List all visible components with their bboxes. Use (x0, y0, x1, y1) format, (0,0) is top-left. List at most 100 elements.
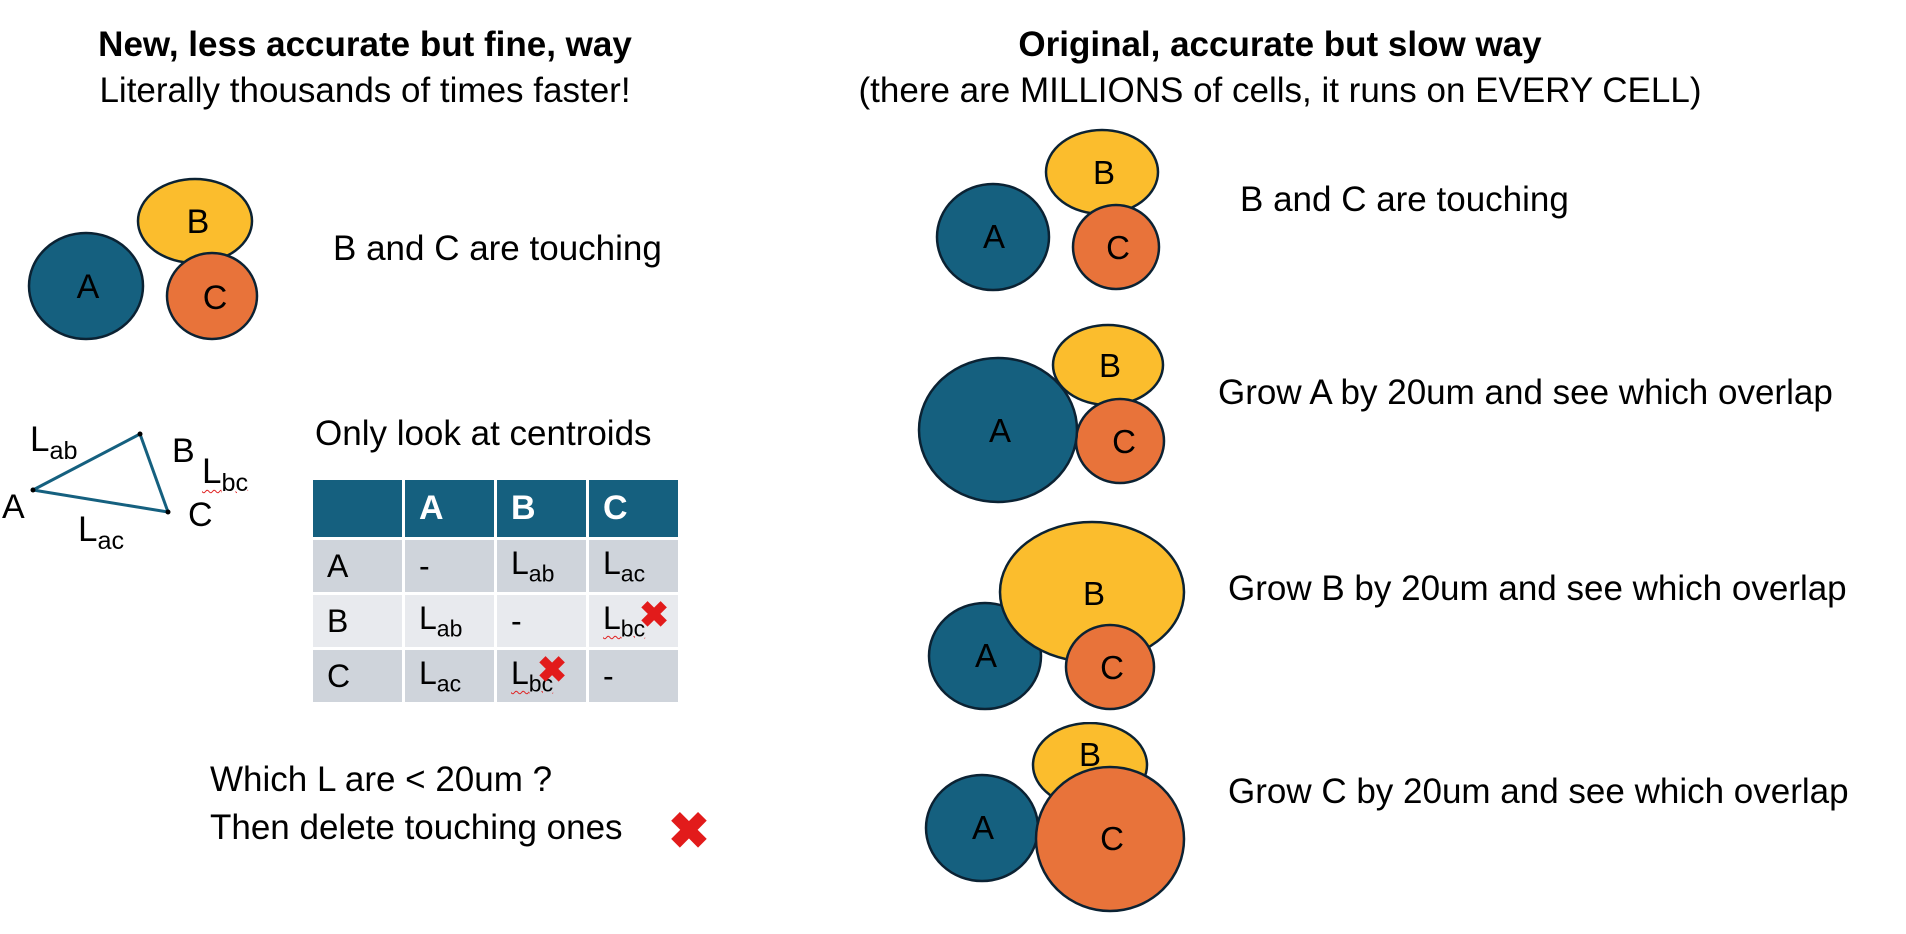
centroid-b (137, 431, 143, 437)
crossed-distance: Lbc (511, 654, 553, 696)
edge-bc-label: Lbc (202, 452, 248, 503)
table-header-cell (310, 477, 405, 540)
step-3-label: Grow B by 20um and see which overlap (1228, 569, 1847, 608)
step-4-cells: A B C (924, 722, 1186, 913)
step-1-cells: A B C (935, 128, 1161, 292)
cell-c-label: C (1100, 820, 1124, 857)
centroid-a (30, 487, 36, 493)
red-x-icon: ✖ (639, 594, 670, 635)
edge-ac-label: Lac (78, 510, 124, 561)
table-cell: Lac (402, 647, 497, 705)
cell-b-label: B (187, 203, 210, 241)
edge-ab (32, 432, 141, 492)
cell-b-label: B (1083, 575, 1105, 612)
centroid-triangle: A B C (2, 431, 213, 534)
cell-a-label: A (983, 218, 1005, 255)
cell-main: L (419, 654, 437, 691)
cell-c (165, 251, 259, 341)
cell-sub: ac (620, 560, 646, 587)
step-2-cells: A B C (917, 323, 1166, 504)
right-panel-heading: Original, accurate but slow way (there a… (830, 22, 1730, 114)
centroids-label: Only look at centroids (315, 414, 652, 453)
cell-c-grown (1034, 765, 1186, 913)
cell-c-label: C (203, 279, 228, 317)
cell-a-label: A (77, 268, 100, 306)
cell-a (935, 182, 1051, 292)
cell-main: L (511, 654, 529, 691)
step-4-label: Grow C by 20um and see which overlap (1228, 772, 1849, 811)
cell-main: L (603, 599, 621, 636)
crossed-distance: Lbc (603, 599, 645, 641)
table-cell-crossed: Lbc✖ (586, 592, 681, 650)
cell-a (27, 231, 145, 341)
table-cell: - (494, 592, 589, 650)
row-header: A (310, 537, 405, 595)
cell-sub: ab (528, 560, 555, 587)
table-row: B Lab - Lbc✖ (310, 592, 681, 650)
table-row: A - Lab Lac (310, 537, 681, 595)
edge-bc-main: L (202, 452, 222, 491)
table-cell-crossed: Lbc✖ (494, 647, 589, 705)
edge-bc (138, 433, 170, 513)
table-header-row: A B C (310, 477, 681, 540)
table-cell: Lab (494, 537, 589, 595)
cell-main: L (603, 544, 621, 581)
cell-sub: ac (436, 670, 462, 697)
cell-a-label: A (975, 637, 997, 674)
distance-table: A B C A - Lab Lac B Lab - Lbc✖ C Lac Lbc… (310, 477, 681, 705)
edge-ab-label: Lab (30, 420, 78, 471)
table-cell: Lac (586, 537, 681, 595)
edge-ab-sub: ab (49, 437, 78, 466)
row-header: B (310, 592, 405, 650)
vertex-a-label: A (2, 488, 25, 526)
vertex-c-label: C (188, 496, 213, 534)
step-1-label: B and C are touching (1240, 180, 1569, 219)
edge-ab-main: L (30, 420, 50, 459)
edge-ac-sub: ac (97, 527, 125, 556)
table-header-cell: A (402, 477, 497, 540)
table-cell: - (586, 647, 681, 705)
table-row: C Lac Lbc✖ - (310, 647, 681, 705)
question-line-2: Then delete touching ones (210, 808, 623, 847)
table-header-cell: B (494, 477, 589, 540)
cell-b-label: B (1099, 347, 1121, 384)
cell-sub: bc (620, 615, 646, 642)
cell-a-label: A (989, 412, 1011, 449)
cell-sub: ab (436, 615, 463, 642)
table-header-cell: C (586, 477, 681, 540)
step-3-cells: A B C (927, 520, 1186, 711)
left-panel-heading: New, less accurate but fine, way Literal… (0, 22, 730, 114)
step-2-label: Grow A by 20um and see which overlap (1218, 373, 1833, 412)
row-header: C (310, 647, 405, 705)
left-cell-cluster: A B C (27, 177, 259, 341)
red-x-icon: ✖ (668, 803, 710, 859)
cell-main: L (511, 544, 529, 581)
edge-bc-sub: bc (221, 469, 249, 498)
cell-c-label: C (1100, 649, 1124, 686)
left-panel-subtitle: Literally thousands of times faster! (99, 71, 631, 110)
vertex-b-label: B (172, 432, 195, 470)
cell-a-grown (917, 356, 1079, 504)
edge-ac (32, 488, 169, 514)
cell-a-label: A (972, 809, 994, 846)
left-panel-title: New, less accurate but fine, way (98, 25, 632, 64)
cell-c-label: C (1112, 423, 1136, 460)
centroid-c (165, 509, 171, 515)
table-cell: Lab (402, 592, 497, 650)
cell-main: L (419, 599, 437, 636)
cell-c-label: C (1106, 229, 1130, 266)
cell-c (1064, 623, 1156, 711)
cell-sub: bc (528, 670, 554, 697)
left-touching-label: B and C are touching (333, 229, 662, 268)
edge-ac-main: L (78, 510, 98, 549)
right-panel-subtitle: (there are MILLIONS of cells, it runs on… (858, 71, 1702, 110)
red-x-icon: ✖ (537, 649, 568, 690)
table-cell: - (402, 537, 497, 595)
right-panel-title: Original, accurate but slow way (1018, 25, 1542, 64)
cell-c (1071, 203, 1161, 291)
cell-b-label: B (1079, 736, 1101, 773)
edge-bc-text: Lbc (202, 452, 248, 497)
cell-b-label: B (1093, 154, 1115, 191)
question-line-1: Which L are < 20um ? (210, 760, 553, 799)
